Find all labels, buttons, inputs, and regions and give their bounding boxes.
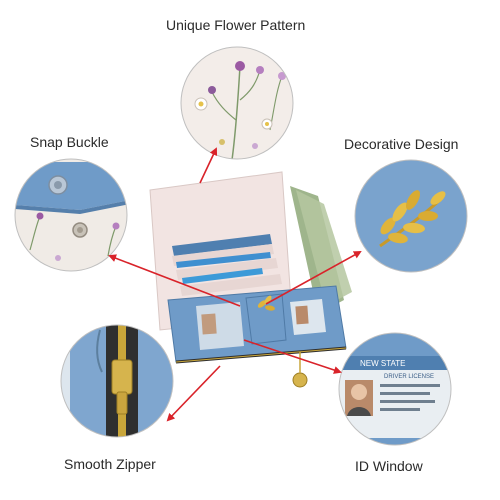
arrow-to-snap xyxy=(108,254,241,307)
cash-bills xyxy=(290,186,352,314)
flower-pattern-closeup xyxy=(180,46,294,160)
wallet-product xyxy=(149,171,352,388)
decorative-design-closeup xyxy=(354,159,468,273)
callout-id-window: ID Window xyxy=(355,458,423,474)
arrow-to-id-window xyxy=(243,339,342,374)
callout-flower-pattern: Unique Flower Pattern xyxy=(166,17,306,33)
arrow-to-decorative xyxy=(265,251,362,305)
gold-leaf-ornament xyxy=(257,295,275,311)
callout-smooth-zipper: Smooth Zipper xyxy=(64,456,156,472)
card-slots xyxy=(172,234,282,296)
callout-decorative-design: Decorative Design xyxy=(344,136,459,152)
id-window-closeup: NEW STATE DRIVER LICENSE xyxy=(338,332,452,446)
callout-arrows xyxy=(108,147,362,422)
callout-snap-buckle: Snap Buckle xyxy=(30,134,109,150)
arrow-to-flower xyxy=(199,147,218,184)
id-card-header: NEW STATE xyxy=(360,359,405,368)
snap-buckle-closeup xyxy=(14,158,128,272)
arrow-to-zipper xyxy=(166,365,221,422)
smooth-zipper-closeup xyxy=(60,324,174,438)
id-card-subheader: DRIVER LICENSE xyxy=(384,374,434,380)
